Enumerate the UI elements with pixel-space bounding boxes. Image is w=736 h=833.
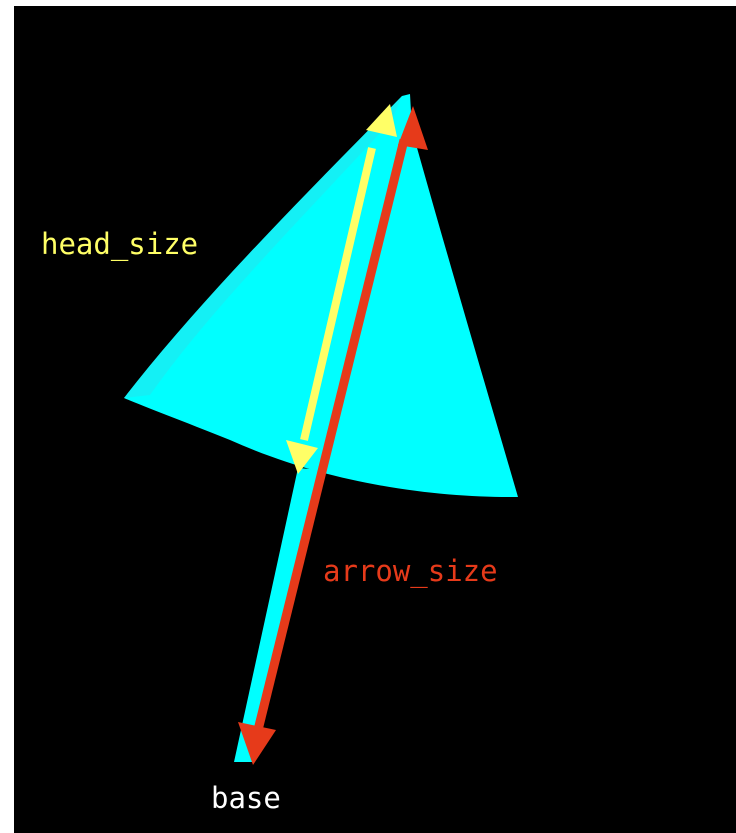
- arrow-shaft: [234, 468, 322, 762]
- arrow-size-arrowhead-top: [398, 106, 428, 150]
- head-size-arrow: [286, 104, 397, 474]
- arrow-size-arrow: [238, 106, 428, 765]
- base-label: base: [211, 781, 281, 815]
- cone-shading: [124, 96, 402, 398]
- arrow-size-arrowhead-bottom: [238, 722, 276, 765]
- head-size-label: head_size: [41, 227, 198, 262]
- head-size-arrowhead-top: [366, 104, 397, 137]
- head-size-arrowhead-bottom: [286, 440, 318, 474]
- cone-head: [124, 94, 518, 498]
- arrow-size-label: arrow_size: [323, 554, 498, 589]
